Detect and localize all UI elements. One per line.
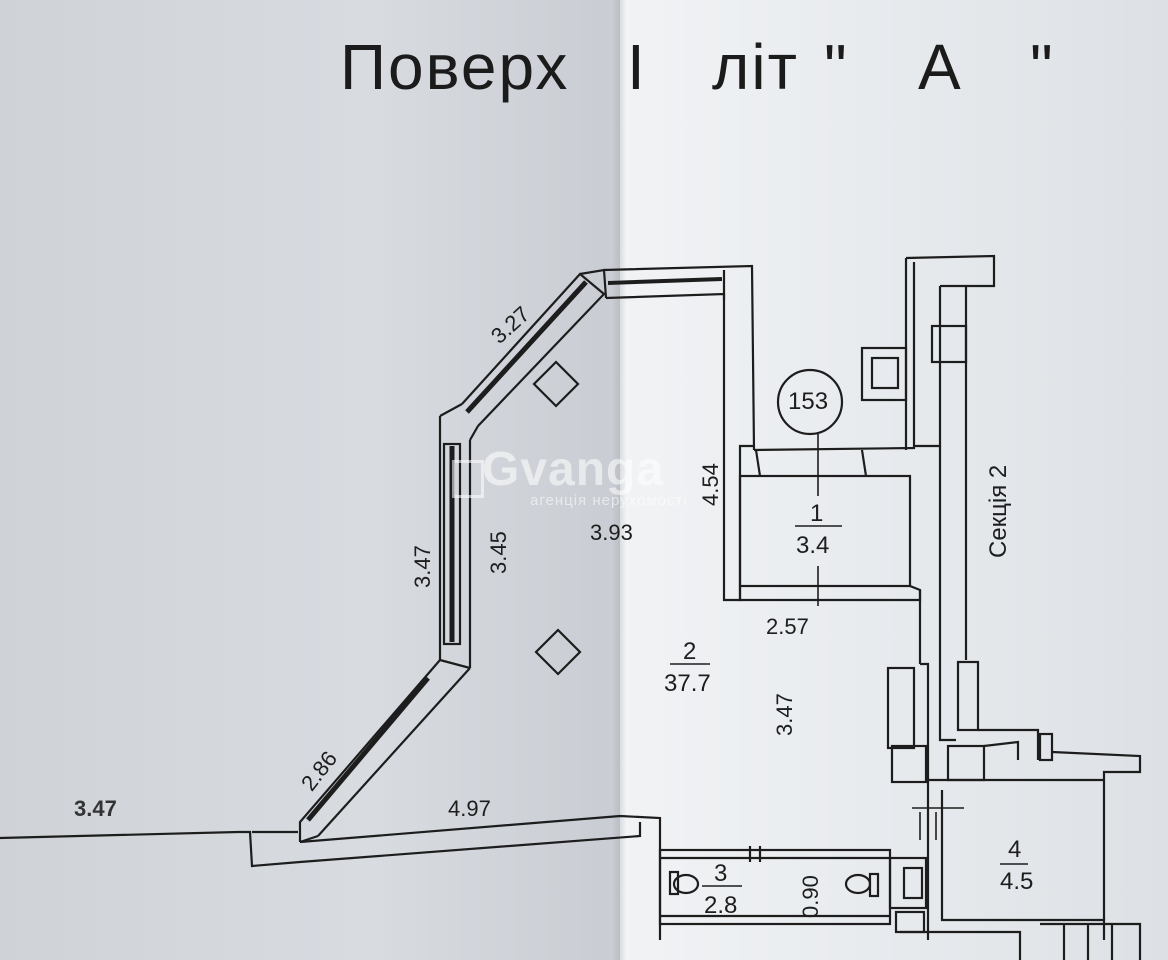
room-2-area: 37.7 — [664, 670, 711, 697]
paper-left-half — [0, 0, 620, 960]
bathroom — [658, 846, 928, 926]
room-3-area: 2.8 — [704, 892, 738, 919]
angled-wall-top — [461, 268, 608, 427]
room-4-number: 4 — [1008, 836, 1022, 863]
paper-right-half — [620, 0, 1168, 960]
column-markers — [532, 360, 582, 676]
top-wall — [603, 264, 756, 602]
circle-marker — [776, 368, 844, 436]
room-1-number: 1 — [810, 500, 824, 527]
dimension-3-47-mid: 3.47 — [772, 693, 797, 736]
room-4-area: 4.5 — [1000, 868, 1034, 895]
circle-number: 153 — [788, 388, 829, 415]
room-1-walls — [738, 262, 922, 664]
dimension-4-97: 4.97 — [448, 796, 491, 821]
title-floor-word: Поверх — [340, 31, 570, 103]
dimension-0-90: 0.90 — [798, 875, 823, 918]
bottom-wall — [0, 814, 662, 940]
right-shafts — [860, 254, 1142, 960]
title-lit-word: літ — [712, 31, 799, 103]
paper-fold — [612, 0, 628, 960]
dimension-3-47-left: 3.47 — [410, 545, 435, 588]
left-wall — [438, 403, 479, 668]
room-3-number: 3 — [714, 860, 728, 887]
title-quote-open: " — [824, 31, 849, 103]
floor-title: Поверх I літ " A " — [340, 30, 1100, 140]
title-floor-number: I — [627, 31, 647, 103]
dimension-4-54: 4.54 — [698, 463, 723, 506]
room-1-area: 3.4 — [796, 532, 830, 559]
dimension-3-93: 3.93 — [590, 520, 633, 545]
title-letter: A — [918, 31, 963, 103]
dimension-3-45: 3.45 — [486, 531, 511, 574]
section-label: Секція 2 — [985, 464, 1012, 558]
angled-wall-bottom — [298, 658, 471, 842]
dimension-2-57: 2.57 — [766, 614, 809, 639]
title-quote-close: " — [1030, 31, 1055, 103]
dimension-3-47-far: 3.47 — [74, 796, 117, 821]
room-2-number: 2 — [683, 638, 697, 665]
